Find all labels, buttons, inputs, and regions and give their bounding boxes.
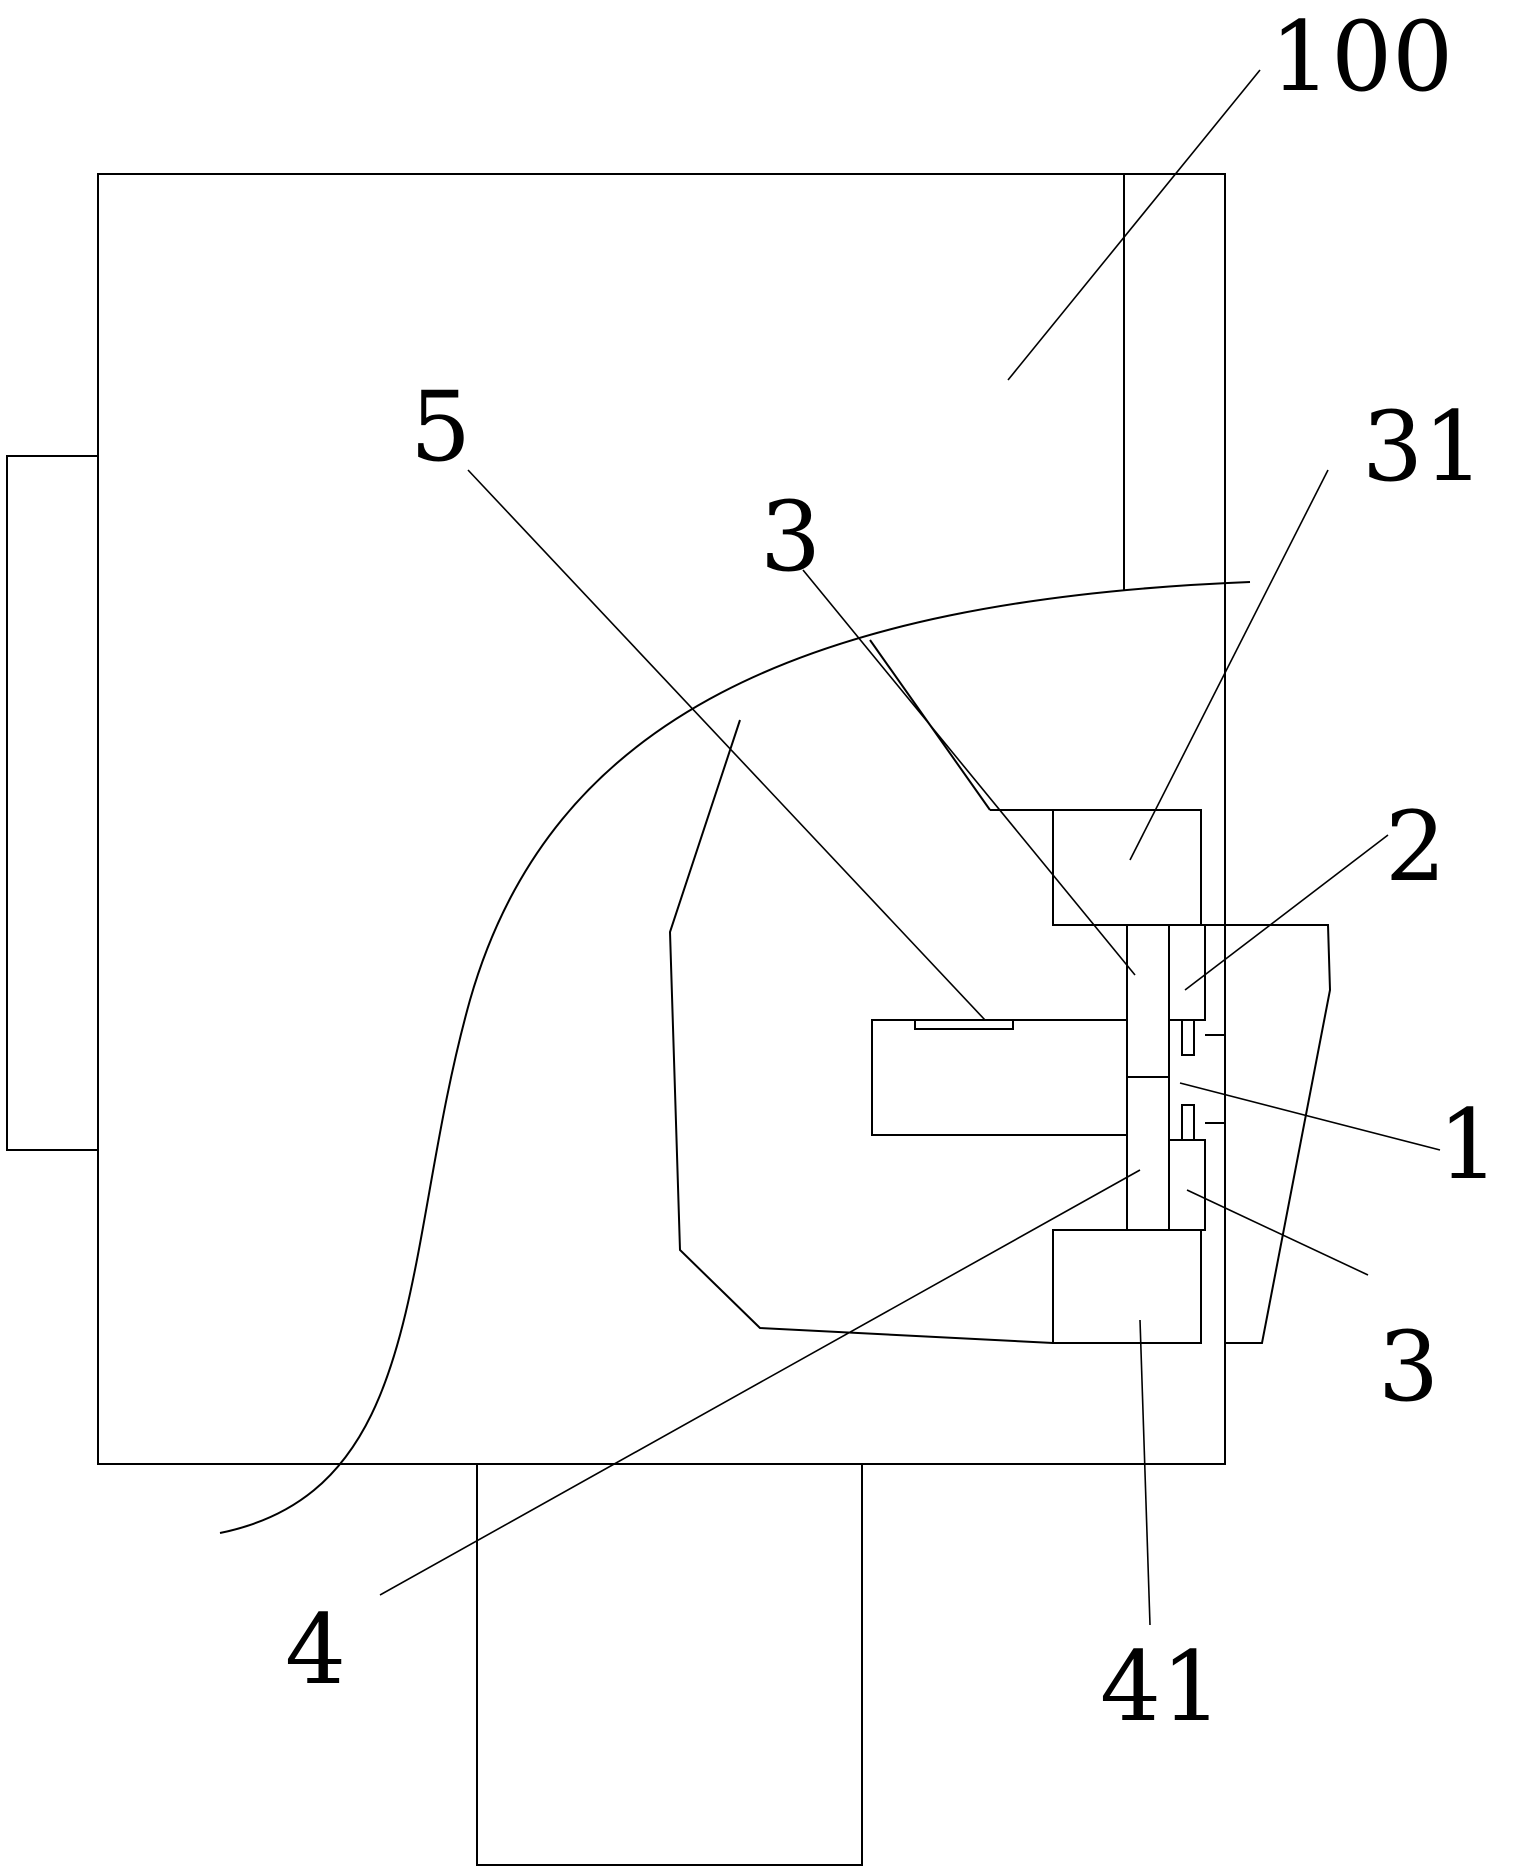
inner-enclosure: [668, 719, 1054, 1344]
label-5: 5: [410, 371, 471, 483]
sensor-plate: [914, 1019, 1014, 1030]
label-4: 4: [285, 1594, 346, 1706]
label-100: 100: [1270, 1, 1453, 113]
label-31: 31: [1362, 391, 1484, 503]
leader-31: [1129, 469, 1329, 861]
leader-1: [1179, 1082, 1441, 1151]
leader-3-lower: [1186, 1189, 1369, 1276]
label-3-upper: 3: [760, 481, 821, 593]
label-41: 41: [1100, 1631, 1222, 1743]
left-side-panel: [6, 455, 99, 1151]
label-3-lower: 3: [1378, 1311, 1439, 1423]
column-lower: [1126, 1076, 1170, 1231]
block-41: [1052, 1229, 1202, 1344]
block-31: [1052, 809, 1202, 926]
leader-3-upper: [802, 569, 1136, 976]
sensor-box: [871, 1019, 1128, 1136]
leader-100: [1007, 69, 1261, 381]
bottom-stand: [476, 1463, 863, 1866]
part-2-pin: [1181, 1019, 1195, 1056]
part-2-bracket: [1205, 924, 1226, 1036]
part-2-block: [1168, 924, 1206, 1021]
lower-pin: [1181, 1104, 1195, 1141]
housing-body: [97, 173, 1226, 1465]
sweep-curve: [219, 581, 1251, 1534]
lower-slim-block: [1168, 1139, 1206, 1231]
lower-bracket: [1205, 1122, 1226, 1343]
leader-2: [1184, 834, 1389, 991]
leader-5: [467, 469, 986, 1021]
leader-4: [379, 1169, 1141, 1596]
right-guard: [1225, 924, 1332, 1344]
leader-41: [1139, 1319, 1151, 1626]
label-1: 1: [1438, 1089, 1499, 1201]
column-upper: [1126, 924, 1170, 1078]
label-2: 2: [1385, 791, 1446, 903]
